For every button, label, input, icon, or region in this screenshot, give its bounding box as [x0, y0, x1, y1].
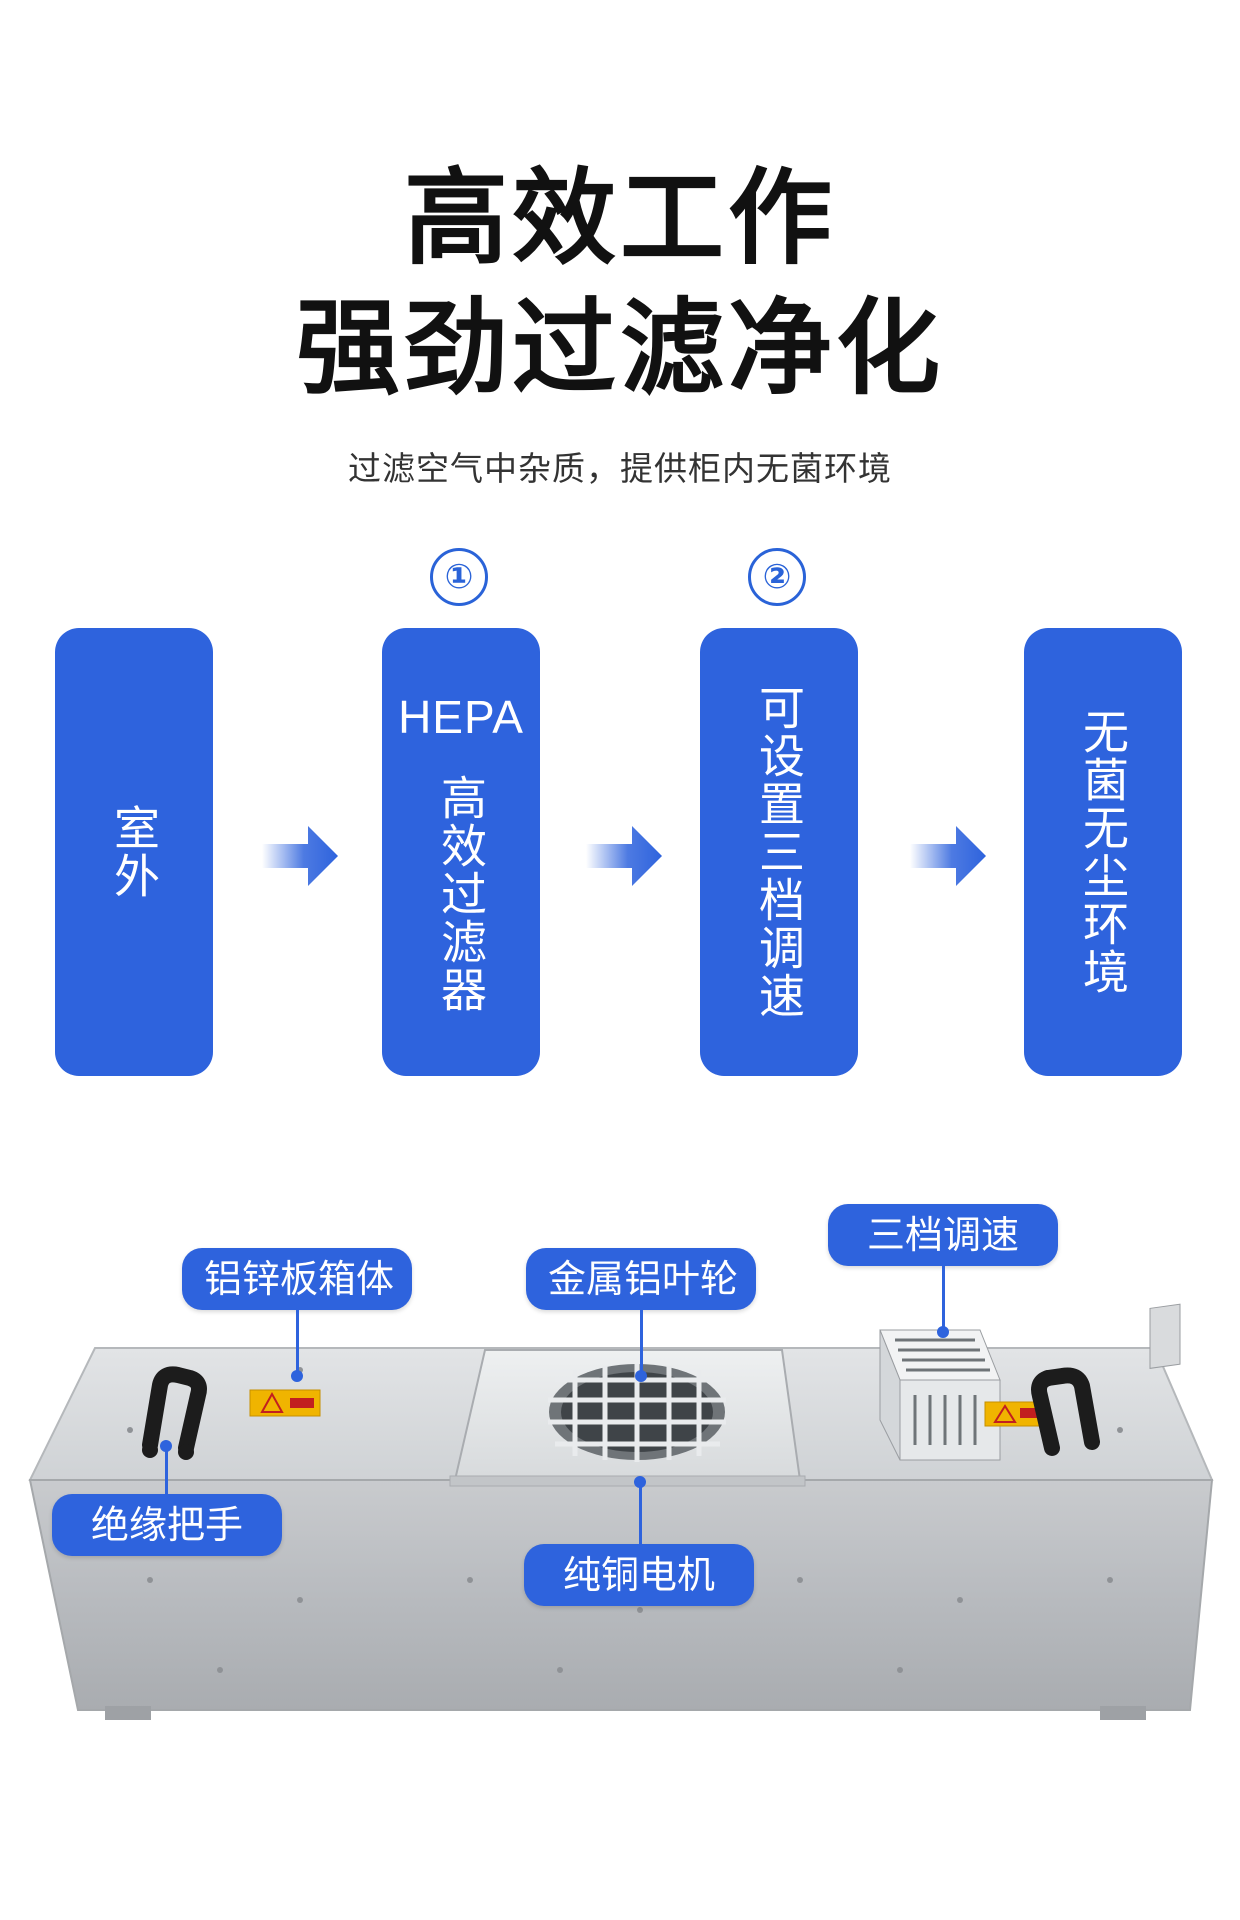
- flow-box-label: 高效过滤器: [434, 774, 488, 1014]
- page-title-secondary: 强劲过滤净化: [295, 287, 944, 409]
- flow-box-label: 无菌无尘环境: [1076, 708, 1130, 996]
- leader-line: [165, 1446, 168, 1494]
- leader-line: [296, 1310, 299, 1372]
- flow-box-sterile: 无菌无尘环境: [1024, 628, 1182, 1076]
- label-impeller: 金属铝叶轮: [526, 1248, 756, 1310]
- flow-box-prefix: HEPA: [398, 691, 524, 743]
- ffu-device-illustration: [28, 1303, 1214, 1720]
- flow-box-outdoor: 室外: [55, 628, 213, 1076]
- label-housing: 铝锌板箱体: [182, 1248, 412, 1310]
- page-subtitle: 过滤空气中杂质，提供柜内无菌环境: [348, 449, 892, 488]
- leader-dot: [937, 1326, 949, 1338]
- label-handle: 绝缘把手: [52, 1494, 282, 1556]
- arrow-right-icon: [910, 826, 986, 886]
- step-number-1: ①: [430, 548, 488, 606]
- leader-line: [942, 1266, 945, 1328]
- leader-line: [640, 1310, 643, 1372]
- grille-icon: [548, 1364, 726, 1462]
- flow-box-label: 室外: [107, 804, 161, 900]
- step-number-2: ②: [748, 548, 806, 606]
- handle-icon: [142, 1366, 207, 1460]
- warning-icon: [249, 1389, 321, 1417]
- leader-dot: [160, 1440, 172, 1452]
- page-title: 高效工作: [403, 157, 836, 279]
- controller-icon: [879, 1329, 1001, 1461]
- leader-dot: [291, 1370, 303, 1382]
- handle-icon: [1031, 1367, 1100, 1456]
- flow-box-hepa: HEPA 高效过滤器: [382, 628, 540, 1076]
- leader-dot: [635, 1370, 647, 1382]
- arrow-right-icon: [262, 826, 338, 886]
- label-motor: 纯铜电机: [524, 1544, 754, 1606]
- flow-box-label: 可设置三档调速: [752, 684, 806, 1020]
- leader-line: [639, 1480, 642, 1544]
- label-speed: 三档调速: [828, 1204, 1058, 1266]
- leader-dot: [634, 1476, 646, 1488]
- flow-box-speed: 可设置三档调速: [700, 628, 858, 1076]
- rivets: [127, 1367, 1123, 1673]
- arrow-right-icon: [586, 826, 662, 886]
